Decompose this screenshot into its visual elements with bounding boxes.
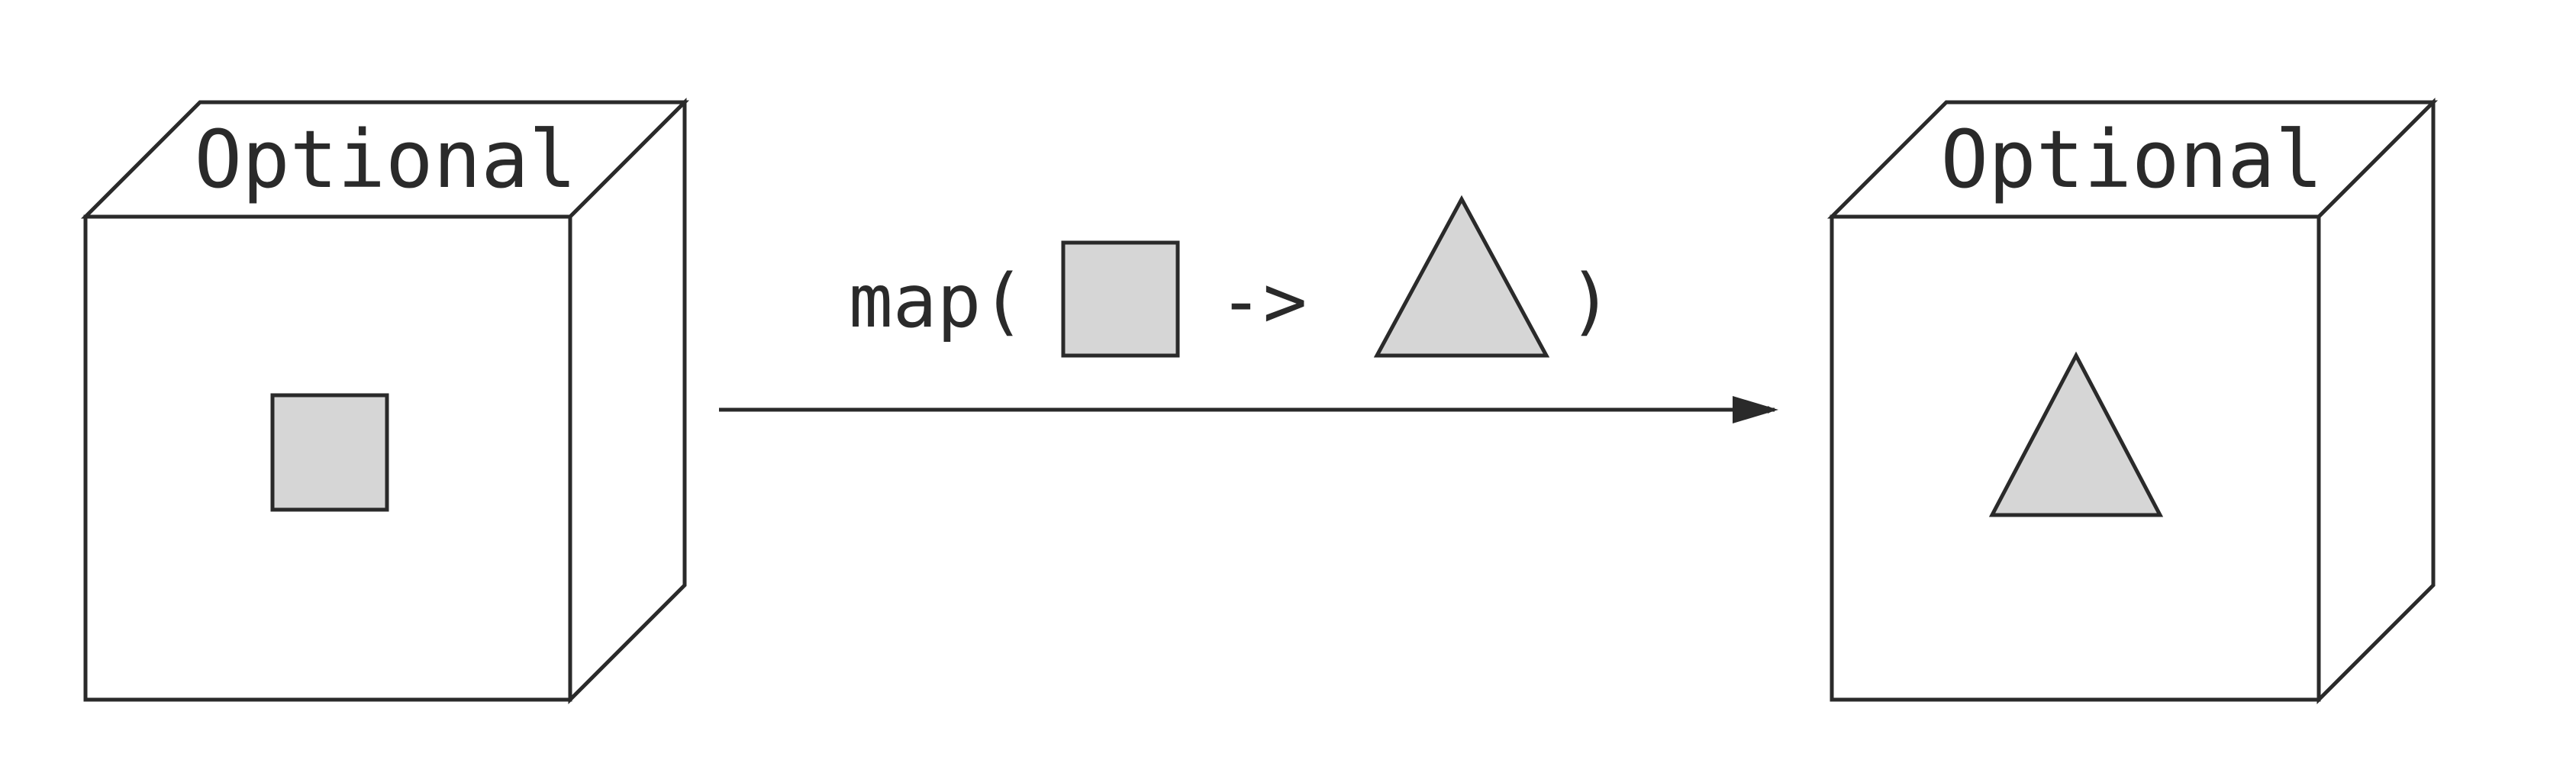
map-suffix-text: ) [1568, 259, 1613, 344]
map-arrow-text: -> [1219, 259, 1307, 344]
map-arrowhead-icon [1733, 396, 1778, 423]
map-output-triangle-icon [1373, 195, 1550, 358]
map-function-label: map( -> ) [849, 195, 1613, 358]
map-input-square-icon [1061, 240, 1180, 358]
left-optional-box: Optional [80, 97, 690, 705]
map-prefix-text: map( [849, 259, 1025, 344]
left-box-label: Optional [195, 113, 577, 206]
right-box-label: Optional [1941, 113, 2323, 206]
right-box-triangle-icon [1988, 351, 2164, 517]
left-box-square-icon [270, 393, 389, 512]
right-optional-box: Optional [1826, 97, 2439, 705]
